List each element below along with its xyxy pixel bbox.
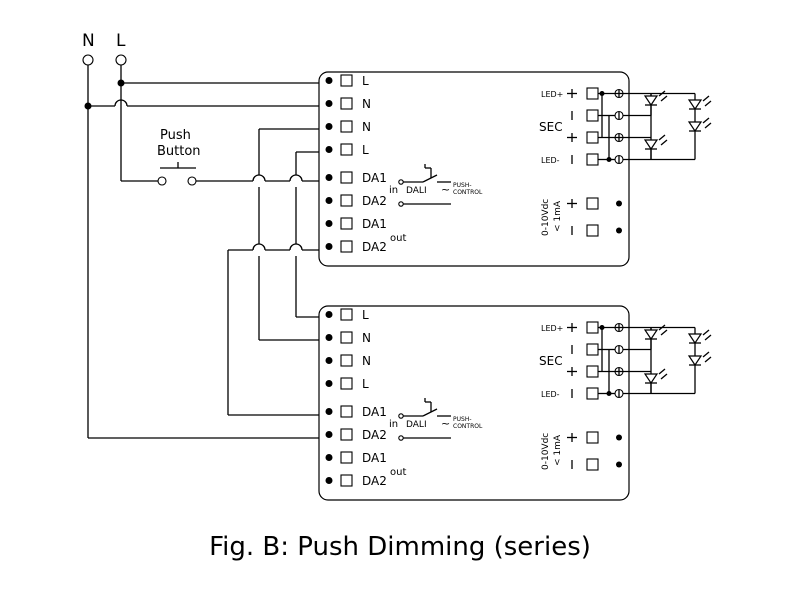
dali-label: DALI: [406, 186, 427, 196]
terminal-label: DA1: [362, 451, 387, 465]
figure-caption: Fig. B: Push Dimming (series): [209, 532, 591, 562]
dim-label-1: 0-10Vdc: [541, 199, 551, 236]
push-control-label-2: CONTROL: [453, 423, 483, 430]
dim-label-2: < 1mA: [553, 200, 563, 232]
terminal-label: DA2: [362, 194, 387, 208]
supply-terminals: N L: [82, 31, 127, 66]
led-plus-label: LED+: [541, 90, 563, 99]
driver-1: L N N L DA1 DA2 DA1 DA2 in out DALI ~ PU…: [318, 71, 630, 267]
led-minus-label: LED-: [541, 156, 560, 165]
terminal-label: L: [362, 74, 369, 88]
terminal-label: DA1: [362, 217, 387, 231]
push-button-label-1: Push: [160, 128, 191, 143]
line-terminal-icon: [115, 54, 127, 66]
push-control-label-2: CONTROL: [453, 189, 483, 196]
led-string-1: [622, 90, 712, 161]
terminal-label: N: [362, 354, 371, 368]
terminal-label: DA1: [362, 405, 387, 419]
terminal-label: DA2: [362, 240, 387, 254]
terminal-label: L: [362, 143, 369, 157]
push-control-label-1: PUSH-: [453, 416, 472, 423]
line-label: L: [116, 31, 126, 51]
push-control-label-1: PUSH-: [453, 182, 472, 189]
in-label: in: [389, 185, 398, 196]
wiring: [84, 65, 330, 439]
neutral-terminal-icon: [82, 54, 94, 66]
dim-label-1: 0-10Vdc: [541, 433, 551, 470]
driver-2: L N N L DA1 DA2 DA1 DA2 in out DALI ~ PU…: [318, 305, 630, 501]
terminal-label: N: [362, 120, 371, 134]
sec-label: SEC: [539, 354, 563, 368]
led-plus-label: LED+: [541, 324, 563, 333]
tilde-label: ~: [441, 183, 450, 196]
terminal-label: N: [362, 97, 371, 111]
out-label: out: [390, 467, 406, 478]
dim-label-2: < 1mA: [553, 434, 563, 466]
sec-label: SEC: [539, 120, 563, 134]
push-button-label-2: Button: [157, 144, 201, 159]
terminal-label: DA2: [362, 428, 387, 442]
terminal-label: DA2: [362, 474, 387, 488]
out-label: out: [390, 233, 406, 244]
terminal-label: N: [362, 331, 371, 345]
neutral-label: N: [82, 31, 95, 51]
in-label: in: [389, 419, 398, 430]
terminal-label: DA1: [362, 171, 387, 185]
terminal-label: L: [362, 377, 369, 391]
led-string-2: [622, 324, 712, 395]
terminal-label: L: [362, 308, 369, 322]
dali-label: DALI: [406, 420, 427, 430]
tilde-label: ~: [441, 417, 450, 430]
led-minus-label: LED-: [541, 390, 560, 399]
